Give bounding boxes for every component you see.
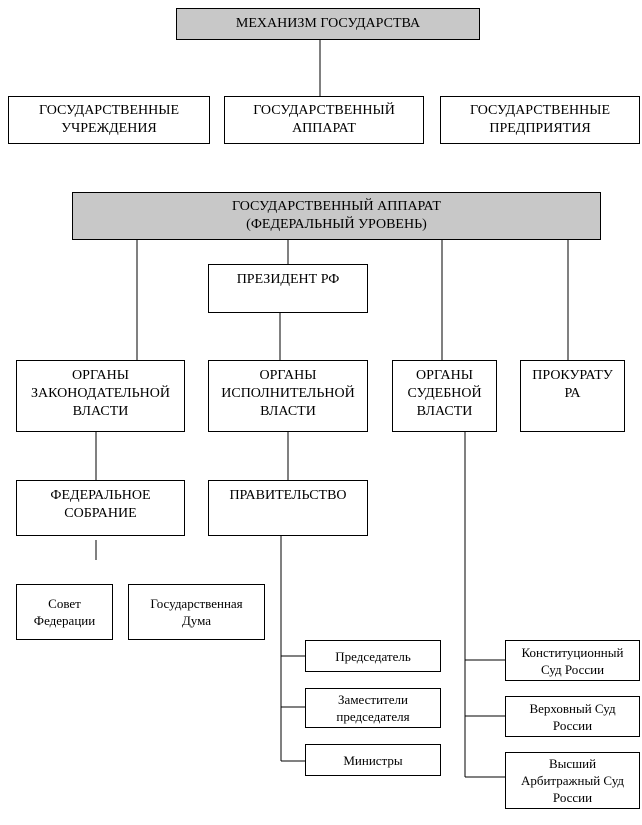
legislative-branch-box: ОРГАНЫ ЗАКОНОДАТЕЛЬНОЙ ВЛАСТИ xyxy=(16,360,185,432)
mechanism-title-box: МЕХАНИЗМ ГОСУДАРСТВА xyxy=(176,8,480,40)
apparatus-title-box: ГОСУДАРСТВЕННЫЙ АППАРАТ (ФЕДЕРАЛЬНЫЙ УРО… xyxy=(72,192,601,240)
supreme-court-box: Верховный Суд России xyxy=(505,696,640,737)
state-apparatus-box: ГОСУДАРСТВЕННЫЙ АППАРАТ xyxy=(224,96,424,144)
state-duma-box: Государственная Дума xyxy=(128,584,265,640)
supreme-arbitration-court-box: Высший Арбитражный Суд России xyxy=(505,752,640,809)
state-enterprises-box: ГОСУДАРСТВЕННЫЕ ПРЕДПРИЯТИЯ xyxy=(440,96,640,144)
constitutional-court-box: Конституционный Суд России xyxy=(505,640,640,681)
government-box: ПРАВИТЕЛЬСТВО xyxy=(208,480,368,536)
ministers-box: Министры xyxy=(305,744,441,776)
chairman-box: Председатель xyxy=(305,640,441,672)
judicial-branch-box: ОРГАНЫ СУДЕБНОЙ ВЛАСТИ xyxy=(392,360,497,432)
federation-council-box: Совет Федерации xyxy=(16,584,113,640)
state-institutions-box: ГОСУДАРСТВЕННЫЕ УЧРЕЖДЕНИЯ xyxy=(8,96,210,144)
president-box: ПРЕЗИДЕНТ РФ xyxy=(208,264,368,313)
executive-branch-box: ОРГАНЫ ИСПОЛНИТЕЛЬНОЙ ВЛАСТИ xyxy=(208,360,368,432)
deputy-chairmen-box: Заместители председателя xyxy=(305,688,441,728)
prosecutor-box: ПРОКУРАТУ РА xyxy=(520,360,625,432)
federal-assembly-box: ФЕДЕРАЛЬНОЕ СОБРАНИЕ xyxy=(16,480,185,536)
